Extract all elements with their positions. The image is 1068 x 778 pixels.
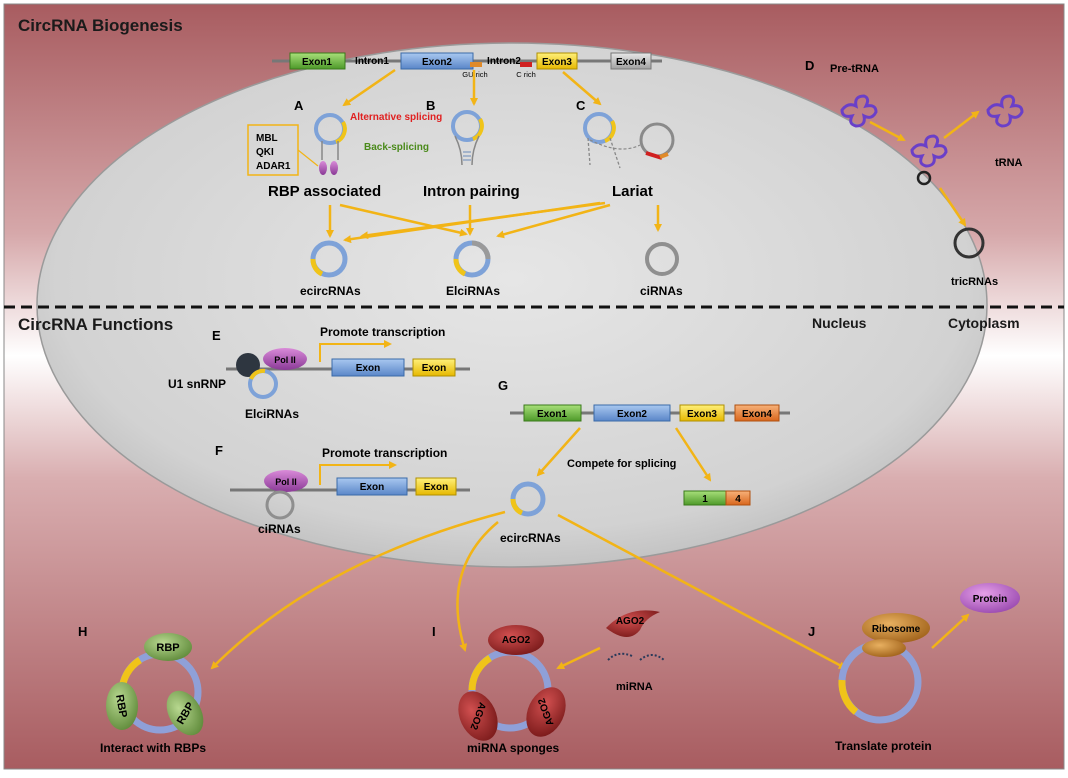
intron1-label: Intron1 (355, 56, 389, 67)
rbp-top: RBP (156, 642, 179, 654)
panel-a: A MBL QKI ADAR1 Alternative splicing Bac… (247, 98, 442, 200)
ecircrnas-label: ecircRNAs (300, 284, 361, 298)
trna-label: tRNA (995, 157, 1023, 169)
elcirna-product: ElciRNAs (446, 240, 500, 298)
panel-e-elcirnas: ElciRNAs (245, 407, 299, 421)
ago2-free: AGO2 (616, 616, 645, 627)
panel-i: I AGO2 AGO2 AGO2 AGO2 miRNA miRNA sponge… (432, 610, 665, 755)
panel-f: F Promote transcription Exon Exon Pol II… (215, 443, 470, 536)
exon3-box (536, 52, 578, 70)
exon3-label: Exon3 (542, 57, 572, 68)
panel-j-letter: J (808, 624, 815, 639)
ecircrna-product: ecircRNAs (300, 240, 361, 298)
panel-b: B Intron pairing (423, 98, 520, 200)
panel-g-ecircrnas: ecircRNAs (500, 531, 561, 545)
panel-i-letter: I (432, 624, 436, 639)
elcirnas-label: ElciRNAs (446, 284, 500, 298)
arrow-gene-to-a (342, 68, 396, 107)
panel-f-pol2: Pol II (275, 477, 297, 487)
panel-e-letter: E (212, 328, 221, 343)
gene-structure: Exon1 Intron1 Exon2 Intron2 Exon3 Exon4 … (272, 52, 662, 79)
panel-f-exon-b: Exon (424, 482, 448, 493)
panel-a-title: RBP associated (268, 183, 381, 200)
pre-trna-shape (840, 94, 878, 128)
panel-e: E Promote transcription Exon Exon Pol II… (168, 325, 470, 421)
rbp-adar1: ADAR1 (256, 161, 291, 172)
free-ago2-shape (606, 610, 660, 638)
rbp-qki: QKI (256, 147, 274, 158)
panel-d-letter: D (805, 58, 814, 73)
panel-b-title: Intron pairing (423, 183, 520, 200)
mirna-strands (607, 652, 665, 661)
panel-i-caption: miRNA sponges (467, 741, 560, 755)
ribosome-label: Ribosome (872, 624, 921, 635)
panel-g-product-4: 4 (735, 494, 741, 505)
arrow-gene-to-c (562, 71, 602, 106)
panel-e-exon-b: Exon (422, 363, 446, 374)
exon2-box (400, 52, 474, 70)
panel-e-pol2: Pol II (274, 355, 296, 365)
panel-c-letter: C (576, 98, 586, 113)
panel-d: D Pre-tRNA tRNA tricRNAs (805, 58, 1024, 288)
rbp-mbl: MBL (256, 133, 278, 144)
exon4-box (610, 52, 652, 70)
panel-a-letter: A (294, 98, 304, 113)
panel-j-caption: Translate protein (835, 739, 932, 753)
biogenesis-heading: CircRNA Biogenesis (18, 16, 183, 35)
panel-b-letter: B (426, 98, 435, 113)
panel-h: H RBP RBP RBP Interact with RBPs (78, 624, 206, 755)
pre-trna-label: Pre-tRNA (830, 63, 879, 75)
exon1-box (289, 52, 346, 70)
c-rich-label: C rich (516, 70, 536, 79)
cytoplasm-label: Cytoplasm (948, 315, 1020, 331)
panel-e-exon-a: Exon (356, 363, 380, 374)
panel-f-exon-a: Exon (360, 482, 384, 493)
exon4-label: Exon4 (616, 57, 646, 68)
panel-g-product-1: 1 (702, 494, 708, 505)
panel-f-letter: F (215, 443, 223, 458)
compete-label: Compete for splicing (567, 458, 676, 470)
panel-f-promote: Promote transcription (322, 446, 447, 460)
mirna-label: miRNA (616, 681, 653, 693)
protein-shape (960, 583, 1020, 613)
panel-g-exon3: Exon3 (687, 409, 717, 420)
cirna-product: ciRNAs (640, 242, 683, 298)
nucleus-ellipse (36, 42, 988, 568)
panel-g-exon4: Exon4 (742, 409, 772, 420)
exon2-label: Exon2 (422, 57, 452, 68)
function-arrows (210, 510, 847, 670)
panel-e-promote: Promote transcription (320, 325, 445, 339)
exon1-label: Exon1 (302, 57, 332, 68)
panel-g-letter: G (498, 378, 508, 393)
alt-splicing-label: Alternative splicing (350, 112, 442, 123)
tricrnas-label: tricRNAs (951, 276, 998, 288)
panel-g-exon1: Exon1 (537, 409, 567, 420)
cirnas-label: ciRNAs (640, 284, 683, 298)
processing-trna-shape (910, 134, 948, 168)
ago2-top: AGO2 (502, 635, 531, 646)
back-splicing-label: Back-splicing (364, 142, 429, 153)
panel-j: J Ribosome Protein Translate protein (808, 583, 1020, 753)
functions-heading: CircRNA Functions (18, 315, 173, 334)
panel-f-cirnas: ciRNAs (258, 522, 301, 536)
panel-h-caption: Interact with RBPs (100, 741, 206, 755)
biogenesis-arrows (326, 201, 662, 244)
panel-g: G Exon1 Exon2 Exon3 Exon4 Compete for sp… (498, 378, 790, 545)
panel-g-exon2: Exon2 (617, 409, 647, 420)
u1-snrnp-label: U1 snRNP (168, 377, 226, 391)
panel-h-letter: H (78, 624, 87, 639)
gu-rich-mark (470, 62, 482, 67)
c-rich-mark (520, 62, 532, 67)
intron2-label: Intron2 (487, 56, 521, 67)
trna-shape (986, 94, 1024, 128)
panel-c: C Lariat (576, 98, 675, 200)
nucleus-label: Nucleus (812, 315, 867, 331)
protein-label: Protein (973, 594, 1007, 605)
panel-c-title: Lariat (612, 183, 653, 200)
rbp-left: RBP (113, 694, 129, 719)
